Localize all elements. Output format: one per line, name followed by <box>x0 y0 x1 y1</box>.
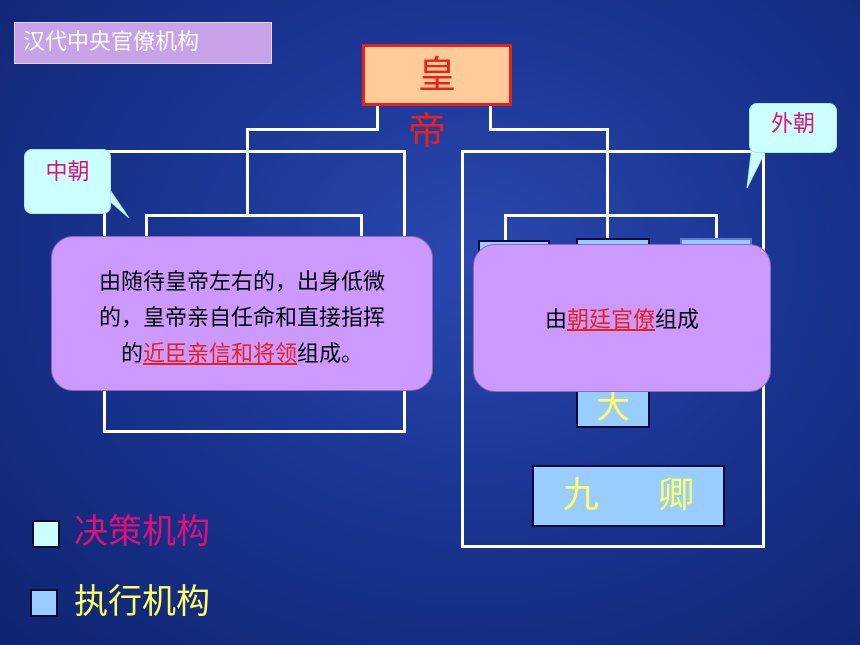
outer-callout-prefix: 由 <box>544 308 567 333</box>
jiuqing-box: 九 卿 <box>532 465 725 527</box>
inner-callout-line-2: 的，皇帝亲自任命和直接指挥 <box>98 306 385 331</box>
legend-label-execution: 执行机构 <box>74 582 210 622</box>
inner-callout-highlight: 近臣亲信和将领 <box>142 342 297 367</box>
outer-callout-suffix: 组成 <box>655 308 700 333</box>
inner-callout-suffix: 组成。 <box>297 342 364 367</box>
legend-swatch-decision <box>32 520 60 548</box>
outer-callout-highlight: 朝廷官僚 <box>566 308 655 333</box>
inner-callout-line-3: 的近臣亲信和将领组成。 <box>56 337 428 373</box>
outer-court-bubble-tail <box>746 146 769 189</box>
inner-callout-prefix: 的 <box>120 342 143 367</box>
outer-court-callout: 由朝廷官僚组成 <box>473 244 771 392</box>
inner-callout-line-1: 由随待皇帝左右的，出身低微 <box>98 270 385 295</box>
legend-label-decision: 决策机构 <box>74 512 210 552</box>
inner-court-label: 中朝 <box>24 149 111 214</box>
emperor-box: 皇 帝 <box>362 44 512 153</box>
dafu-fragment: 大 <box>596 390 630 424</box>
page-title: 汉代中央官僚机构 <box>14 22 272 64</box>
inner-court-callout: 由随待皇帝左右的，出身低微 的，皇帝亲自任命和直接指挥 的近臣亲信和将领组成。 <box>51 236 433 391</box>
outer-court-label: 外朝 <box>749 103 837 153</box>
legend-swatch-execution <box>30 589 58 617</box>
